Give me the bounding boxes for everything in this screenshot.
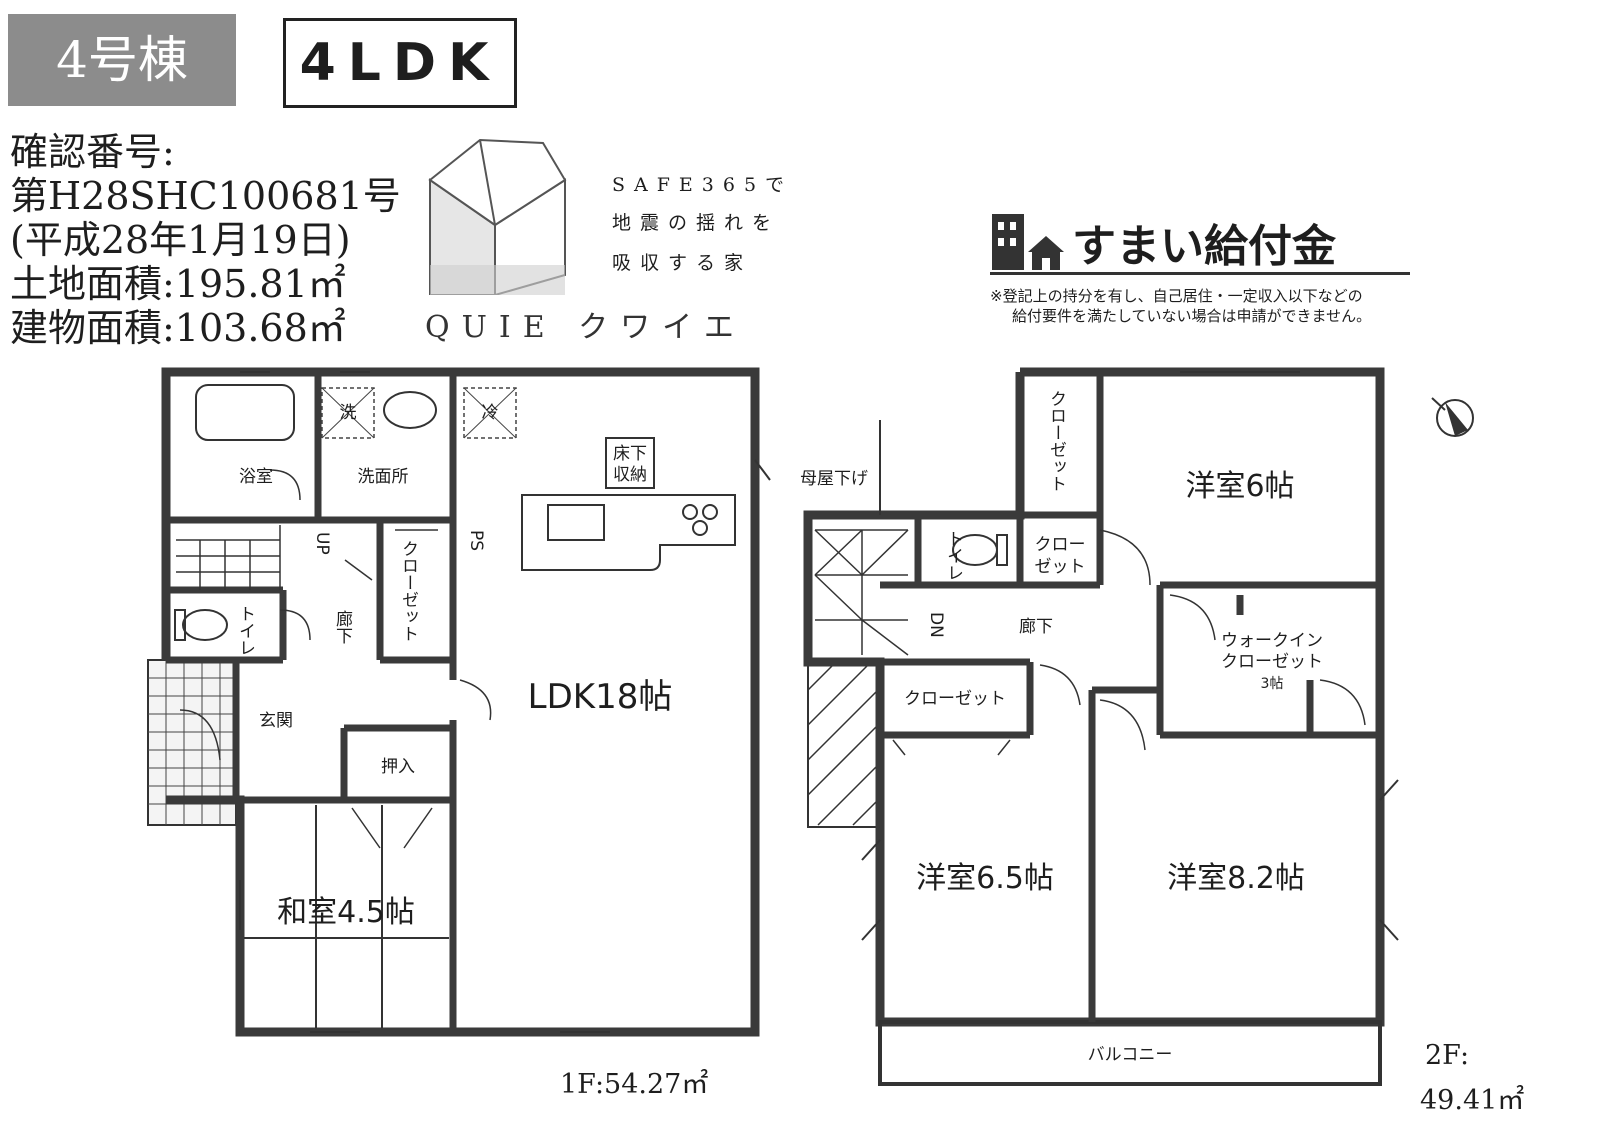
room-yoshitsu-6: 洋室6帖 [1185,469,1294,504]
room-corridor-2f: 廊下 [1019,617,1053,637]
room-corridor-1f: 廊下 [332,610,353,644]
room-closet-small-2: ゼット [1035,557,1086,577]
washer-label: 洗 [340,403,357,423]
kitchen-counter [521,494,736,571]
underfloor-label-1: 床下 [613,444,647,464]
room-balcony: バルコニー [1088,1045,1173,1065]
room-oshiire: 押入 [381,757,415,777]
room-toilet-1f: トイレ [235,605,255,656]
cert-date: (平成28年1月19日) [10,218,351,262]
building-logo-icon [992,214,1064,270]
brand-tagline-2: 地震の揺れを [612,212,781,234]
room-toilet-2f: トイレ [943,530,963,581]
floor2-plan: クローゼット 洋室6帖 トイレ クロー ゼット DN 廊下 ウォークイン クロー… [800,367,1474,1086]
cert-label: 確認番号: [10,130,175,174]
north-compass-icon [1431,397,1474,437]
room-bath: 浴室 [239,467,273,487]
floor1-plan: 浴室 洗面所 洗 冷 床下 収納 クローゼット PS UP 廊下 トイレ 玄関 … [147,367,771,1037]
grant-underline [990,272,1410,275]
room-wic-2: クローゼット [1221,652,1323,672]
grant-notice-1: ※登記上の持分を有し、自己居住・一定収入以下などの [990,287,1363,305]
grant-notice-2: 給付要件を満たしていない場合は申請ができません。 [1012,307,1372,325]
room-yoshitsu-65: 洋室6.5帖 [916,861,1054,896]
land-area: 土地面積:195.81㎡ [10,262,346,306]
underfloor-label-2: 収納 [613,465,647,485]
up-label: UP [312,532,332,555]
fridge-space-icon [463,387,517,439]
wash-basin-icon [383,391,437,429]
layout-type-badge: 4LDK [283,18,517,108]
void-hatch [807,661,879,828]
brand-tagline-3: 吸収する家 [612,252,753,274]
stairs-2f [814,529,909,656]
room-ldk: LDK18帖 [528,677,673,717]
grant-title: すまい給付金 [1072,221,1336,272]
brand-tagline-1: SAFE365で [612,174,794,196]
stairs-1f [176,525,281,590]
room-closet-2f-mid: クローゼット [904,689,1006,709]
room-wic-3: 3帖 [1261,676,1284,692]
house-logo-icon [428,138,567,295]
room-closet-2f-top: クローゼット [1046,390,1066,492]
toilet-fixture-2f-icon [952,534,1008,566]
ps-label: PS [466,530,486,551]
toilet-fixture-icon [174,609,228,641]
floor2-area-label: 2F: [1425,1040,1470,1071]
cert-number: 第H28SHC100681号 [10,174,401,218]
balcony-outline [878,1020,1382,1086]
room-closet-small-1: クロー [1035,535,1086,555]
building-number-badge: 4号棟 [8,14,236,106]
room-wic-1: ウォークイン [1221,631,1323,651]
underfloor-storage-box [605,437,655,489]
moya-label: 母屋下げ [800,469,868,489]
tatami-lines [244,805,449,1028]
floor2-area-value: 49.41㎡ [1420,1085,1525,1116]
building-area: 建物面積:103.68㎡ [10,306,346,350]
room-entrance: 玄関 [259,711,293,731]
room-washitsu: 和室4.5帖 [277,895,415,930]
dn-label: DN [926,612,946,638]
brand-name: QUIE クワイエ [425,310,746,345]
washer-space-icon [321,387,375,439]
room-washroom: 洗面所 [358,467,409,487]
bathtub-icon [195,384,295,441]
floor1-area: 1F:54.27㎡ [560,1069,709,1100]
room-closet-1f: クローゼット [398,540,418,642]
room-yoshitsu-82: 洋室8.2帖 [1167,861,1305,896]
fridge-label: 冷 [482,403,499,423]
